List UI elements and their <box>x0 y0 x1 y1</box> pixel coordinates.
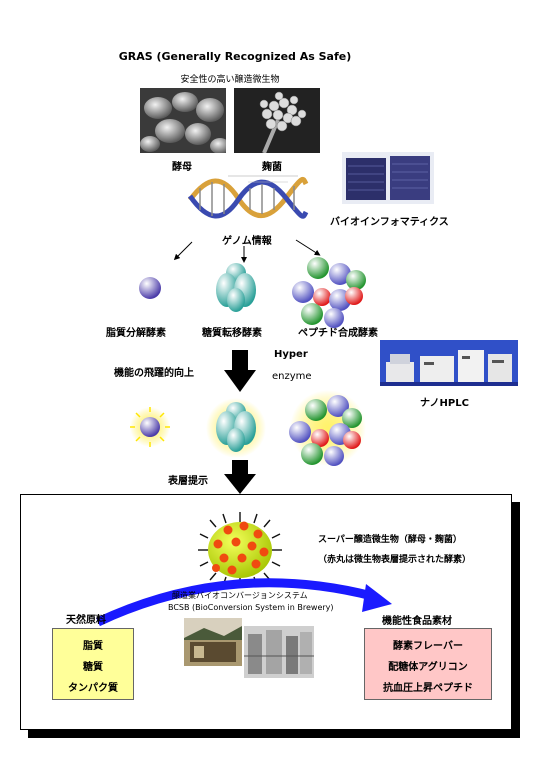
brewery-photo-left <box>184 618 242 666</box>
product-item-peptide: 抗血圧上昇ペプチド <box>383 683 473 694</box>
product-item-aglycone: 配糖体アグリコン <box>388 662 468 673</box>
yeast-photo <box>140 88 226 153</box>
super-microbe-label: スーパー醸造微生物（酵母・麹菌） <box>318 535 462 545</box>
down-arrow-1-icon <box>224 350 256 392</box>
sugar-enzyme-label: 糖質転移酵素 <box>202 328 262 339</box>
down-arrow-2-icon <box>224 460 256 494</box>
peptide-enzyme-icon <box>292 257 366 328</box>
gras-subtitle: 安全性の高い醸造微生物 <box>180 75 280 85</box>
gras-title: GRAS (Generally Recognized As Safe) <box>118 50 352 63</box>
raw-item-protein: タンパク質 <box>68 683 118 694</box>
lipid-enzyme-icon <box>139 277 161 299</box>
enhanced-sugar-enzyme-icon <box>206 398 266 458</box>
yeast-label: 酵母 <box>172 162 192 173</box>
bioinformatics-photo <box>342 152 434 204</box>
functional-food-box: 酵素フレーバー 配糖体アグリコン 抗血圧上昇ペプチド <box>364 628 492 700</box>
enhanced-peptide-enzyme-icon <box>289 390 366 466</box>
koji-label: 麹菌 <box>262 162 282 173</box>
super-microbe-note: （赤丸は微生物表層提示された酵素） <box>318 555 472 565</box>
lipid-enzyme-label: 脂質分解酵素 <box>106 328 166 339</box>
super-microbe-icon <box>198 512 282 588</box>
product-item-flavor: 酵素フレーバー <box>393 641 463 652</box>
enzyme-label: enzyme <box>272 371 312 382</box>
enhanced-lipid-enzyme-icon <box>130 407 170 447</box>
raw-item-sugar: 糖質 <box>83 662 103 673</box>
bcsb-label: 醸造業バイオコンバージョンシステム <box>172 591 308 600</box>
koji-photo <box>234 88 320 153</box>
brewery-photo-right <box>244 626 314 678</box>
surface-display-label: 表層提示 <box>168 476 208 487</box>
bcsb-english-label: BCSB (BioConversion System in Brewery) <box>168 603 334 612</box>
nano-hplc-label: ナノHPLC <box>420 398 469 409</box>
genome-label: ゲノム情報 <box>222 236 272 247</box>
sugar-enzyme-icon <box>216 263 256 312</box>
raw-item-lipid: 脂質 <box>83 641 103 652</box>
hyper-label: Hyper <box>274 349 308 360</box>
improvement-label: 機能の飛躍的向上 <box>114 368 194 379</box>
dna-helix-image <box>187 175 309 219</box>
bioinformatics-label: バイオインフォマティクス <box>330 217 449 228</box>
functional-food-title: 機能性食品素材 <box>382 616 452 627</box>
peptide-enzyme-label: ペプチド合成酵素 <box>298 328 378 339</box>
nano-hplc-photo <box>380 340 518 386</box>
raw-materials-title: 天然原料 <box>66 615 106 626</box>
raw-materials-box: 脂質 糖質 タンパク質 <box>52 628 134 700</box>
